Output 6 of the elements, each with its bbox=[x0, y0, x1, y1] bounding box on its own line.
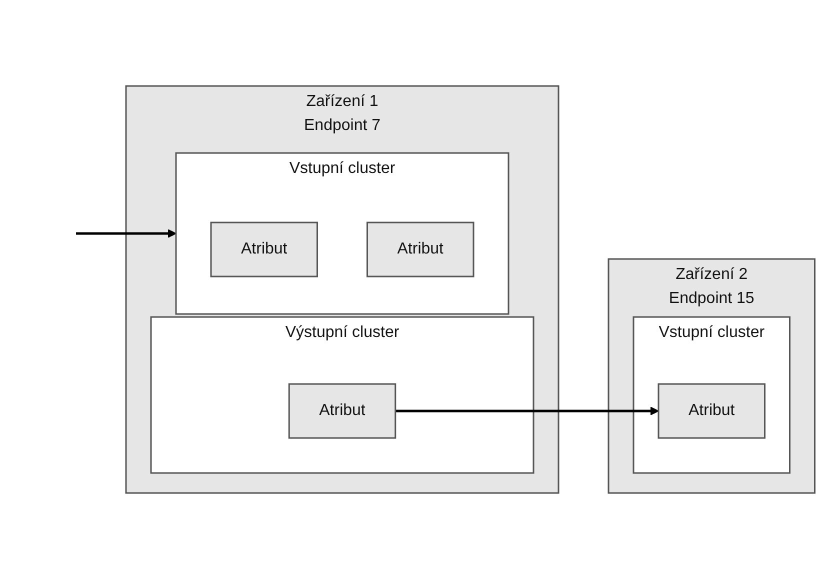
node-box: Atribut bbox=[366, 221, 474, 277]
arrow bbox=[395, 406, 659, 415]
node-box: Atribut bbox=[288, 382, 396, 438]
arrow bbox=[76, 228, 176, 238]
node-box: Atribut bbox=[210, 221, 318, 277]
node-box: Atribut bbox=[657, 382, 766, 438]
